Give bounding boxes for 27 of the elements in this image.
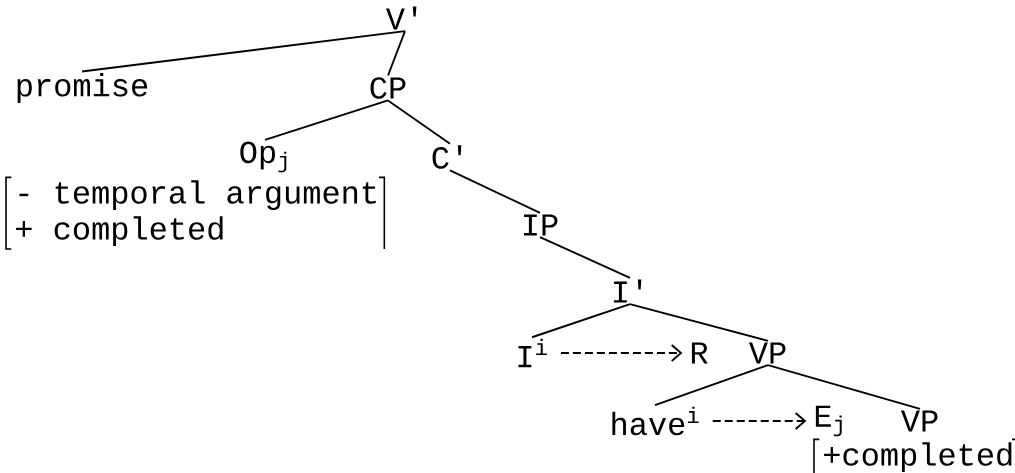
tree-label: IP: [523, 214, 558, 236]
tree-label: CP: [370, 77, 406, 99]
dashed-arrow: [560, 344, 683, 362]
tree-branch: [654, 364, 769, 407]
tree-branch: [449, 169, 541, 214]
tree-branch: [539, 236, 631, 279]
tree-branch: [81, 30, 406, 73]
tree-label: VP: [748, 342, 786, 364]
tree-label: V': [385, 6, 417, 30]
tree-label: R: [691, 342, 708, 364]
tree-label: VP: [900, 410, 938, 432]
tree-branch: [264, 99, 389, 141]
tree-label: promise: [17, 73, 148, 103]
tree-label: I': [613, 279, 642, 303]
tree-branch: [767, 364, 921, 410]
dashed-arrow: [711, 412, 807, 430]
tree-branch: [387, 30, 406, 77]
tree-label: have$^{i}$: [612, 406, 699, 436]
tree-label: C': [432, 145, 462, 169]
tree-label: E$_{j}$: [815, 405, 842, 437]
feature-matrix: - temporal argument + completed: [5, 176, 386, 250]
feature-matrix: +completed: [813, 438, 1015, 473]
tree-branch: [629, 303, 769, 342]
tree-label: I$^{i}$: [518, 338, 547, 368]
tree-branch: [387, 99, 451, 145]
tree-branch: [531, 303, 631, 339]
tree-label: Op$_{j}$: [240, 141, 287, 173]
